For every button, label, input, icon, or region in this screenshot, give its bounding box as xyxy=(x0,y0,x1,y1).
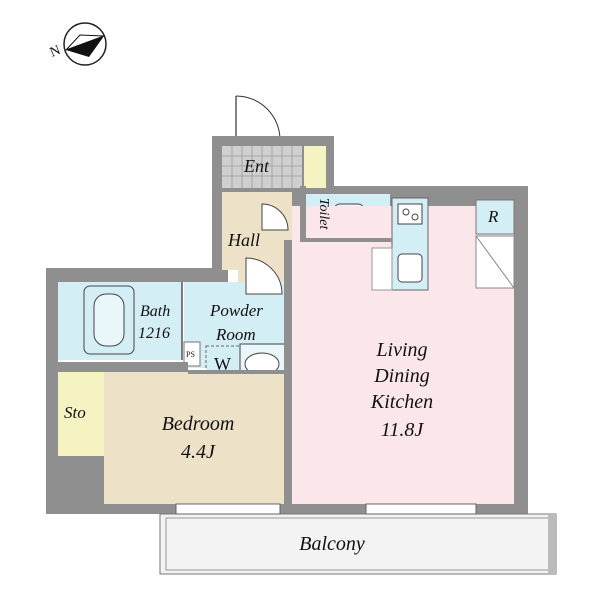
hall-floor xyxy=(222,192,292,270)
ldk-label-line1: Living xyxy=(375,339,427,361)
ldk-window xyxy=(365,503,477,515)
washer-label: W xyxy=(214,354,231,374)
ldk-label-line3: Kitchen xyxy=(370,391,433,413)
bathtub-inner-icon xyxy=(93,293,125,347)
storage-label: Sto xyxy=(64,403,86,422)
compass-needle-icon xyxy=(66,36,104,57)
burner-icon xyxy=(402,208,410,216)
refrigerator-space: R xyxy=(475,199,515,289)
partition-powder-bed xyxy=(188,370,288,374)
hall-door-swing xyxy=(261,203,289,231)
hall-label: Hall xyxy=(227,230,260,250)
refrigerator-label: R xyxy=(487,207,499,226)
sink-icon xyxy=(397,253,423,283)
ldk-label-line2: Dining xyxy=(373,365,430,387)
compass-needle-half xyxy=(65,34,105,51)
balcony-floor xyxy=(159,513,557,575)
partitions xyxy=(58,186,392,506)
bath-label: Bath xyxy=(140,303,170,320)
entrance-label: Ent xyxy=(243,156,270,176)
shoe-storage xyxy=(304,146,326,188)
partition-bath-bed xyxy=(58,362,188,372)
balcony-label: Balcony xyxy=(299,533,365,555)
counter-extension xyxy=(371,247,393,291)
pipe-space xyxy=(183,341,201,367)
wall-left xyxy=(46,268,58,514)
wall-ldk-right xyxy=(514,186,528,470)
bedroom-window xyxy=(175,503,281,515)
storage-floor xyxy=(58,372,104,456)
bath-room xyxy=(58,282,183,360)
compass-north-label: N xyxy=(48,43,63,61)
entrance-floor xyxy=(222,146,326,188)
wall-bath-top xyxy=(46,268,228,282)
windows xyxy=(175,503,477,515)
stove-icon xyxy=(397,203,423,225)
partition-ldk xyxy=(284,240,292,506)
bedroom-size-label: 4.4J xyxy=(181,441,216,463)
powder-label-line1: Powder xyxy=(209,301,263,320)
bedroom-label: Bedroom xyxy=(162,413,235,435)
balcony-end xyxy=(548,514,556,574)
burner-icon xyxy=(411,213,419,221)
pipe-space-label: PS xyxy=(186,350,195,359)
partition-toilet-bottom xyxy=(300,238,392,242)
bath-size-label: 1216 xyxy=(138,325,170,342)
door-swing-arc xyxy=(235,95,281,141)
powder-label-line2: Room xyxy=(215,325,256,344)
wall-bottom xyxy=(46,504,528,514)
refrigerator-box xyxy=(475,199,515,235)
interior-doors xyxy=(245,203,289,295)
powder-door-swing xyxy=(245,257,283,295)
ldk-size-label: 11.8J xyxy=(381,419,425,441)
compass: N xyxy=(48,22,107,66)
toilet-label: Toilet xyxy=(316,198,331,230)
balcony xyxy=(159,513,557,575)
bedroom-floor xyxy=(104,372,288,504)
entrance-door xyxy=(235,95,281,141)
kitchen-counter xyxy=(371,197,429,291)
partition-toilet xyxy=(300,186,306,240)
